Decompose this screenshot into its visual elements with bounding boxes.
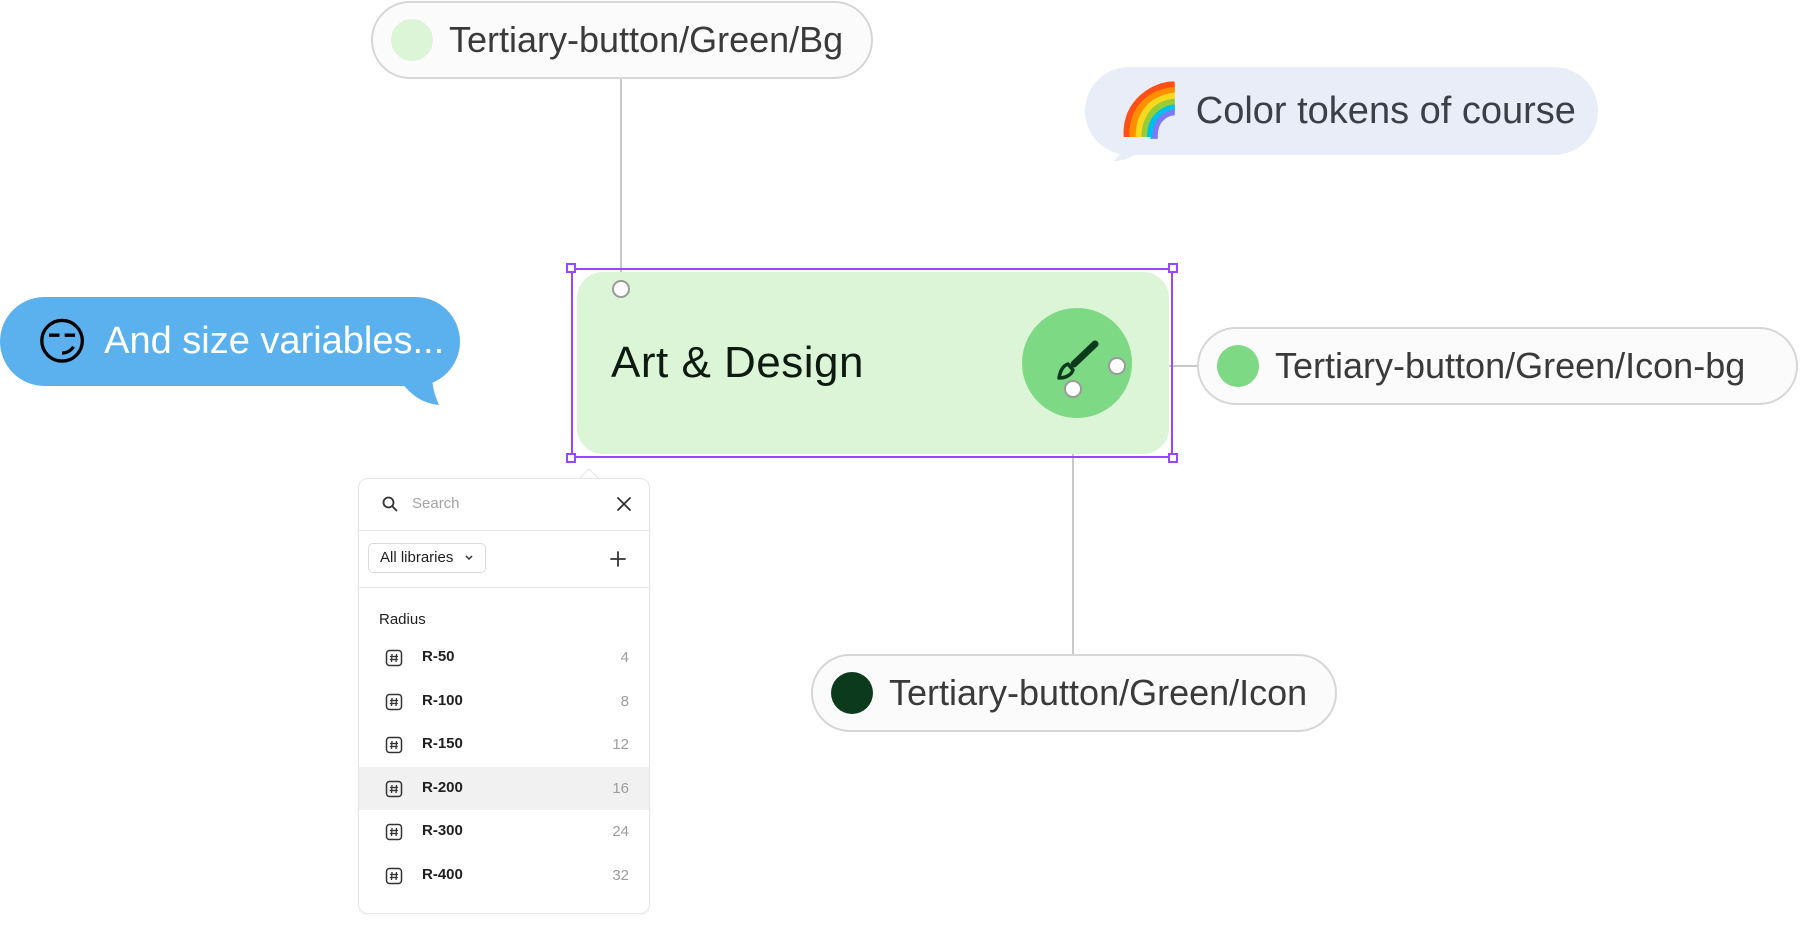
- variable-row[interactable]: R-50 4: [359, 636, 649, 679]
- variable-row[interactable]: R-200 16: [359, 766, 649, 810]
- token-label-bg: Tertiary-button/Green/Bg: [371, 1, 873, 79]
- variable-value: 16: [612, 779, 629, 797]
- token-label-bg-text: Tertiary-button/Green/Bg: [449, 19, 844, 60]
- variable-row[interactable]: R-150 12: [359, 723, 649, 766]
- variable-row[interactable]: R-300 24: [359, 810, 649, 853]
- variable-value: 24: [612, 823, 629, 840]
- paintbrush-icon: [1057, 340, 1099, 380]
- selection-handle-tl[interactable]: [566, 263, 576, 273]
- variable-value: 12: [612, 736, 629, 753]
- close-icon[interactable]: [613, 493, 635, 515]
- token-label-icon-bg: Tertiary-button/Green/Icon-bg: [1197, 327, 1798, 405]
- number-variable-icon: [385, 649, 403, 667]
- number-variable-icon: [385, 867, 403, 884]
- selection-frame: [571, 268, 1173, 458]
- section-heading-radius: Radius: [379, 611, 426, 628]
- panel-search-bar: Search: [359, 479, 649, 531]
- selection-handle-br[interactable]: [1168, 453, 1178, 463]
- bubble-tail: [1113, 137, 1151, 161]
- swatch-bg: [391, 19, 433, 61]
- search-icon: [382, 496, 398, 512]
- smirk-emoji-icon: 😏: [36, 313, 89, 370]
- variable-value: 32: [612, 866, 629, 884]
- variable-name: R-50: [422, 648, 455, 665]
- bubble-tail: [393, 369, 439, 405]
- variable-row[interactable]: R-100 8: [359, 680, 649, 723]
- token-label-icon-bg-text: Tertiary-button/Green/Icon-bg: [1275, 345, 1746, 386]
- add-icon[interactable]: [609, 550, 627, 568]
- selection-handle-tr[interactable]: [1168, 263, 1178, 273]
- library-select-label: All libraries: [380, 549, 454, 566]
- swatch-icon: [831, 672, 873, 714]
- number-variable-icon: [385, 693, 403, 710]
- token-label-icon-text: Tertiary-button/Green/Icon: [889, 672, 1308, 713]
- panel-pointer: [578, 468, 600, 480]
- search-input[interactable]: Search: [412, 495, 460, 512]
- chevron-down-icon: [465, 555, 473, 561]
- library-select[interactable]: All libraries: [368, 543, 487, 573]
- number-variable-icon: [385, 780, 403, 797]
- token-label-icon: Tertiary-button/Green/Icon: [811, 654, 1337, 732]
- variable-value: 4: [620, 649, 629, 666]
- panel-library-bar: All libraries: [359, 531, 649, 588]
- bubble-text-color-tokens: Color tokens of course: [1195, 89, 1576, 132]
- variable-row[interactable]: R-400 32: [359, 854, 649, 897]
- number-variable-icon: [385, 823, 403, 841]
- variable-value: 8: [620, 692, 629, 710]
- chat-bubble-size-variables: 😏 And size variables...: [0, 297, 460, 405]
- variable-name: R-200: [422, 778, 463, 796]
- connector-dot-icon-bg: [1108, 357, 1126, 375]
- connector-dot-icon: [1064, 380, 1082, 398]
- selection-handle-bl[interactable]: [566, 453, 576, 463]
- swatch-icon-bg: [1217, 345, 1259, 387]
- connector-dot-bg: [612, 280, 630, 298]
- variable-name: R-150: [422, 735, 463, 752]
- button-label: Art & Design: [611, 338, 864, 387]
- bubble-text-size-variables: And size variables...: [104, 320, 445, 362]
- rainbow-icon: 🌈: [1117, 82, 1182, 140]
- chat-bubble-color-tokens: 🌈 Color tokens of course: [1085, 67, 1598, 161]
- number-variable-icon: [385, 736, 403, 754]
- variable-name: R-400: [422, 865, 463, 883]
- variable-name: R-300: [422, 822, 463, 839]
- variable-name: R-100: [422, 691, 463, 709]
